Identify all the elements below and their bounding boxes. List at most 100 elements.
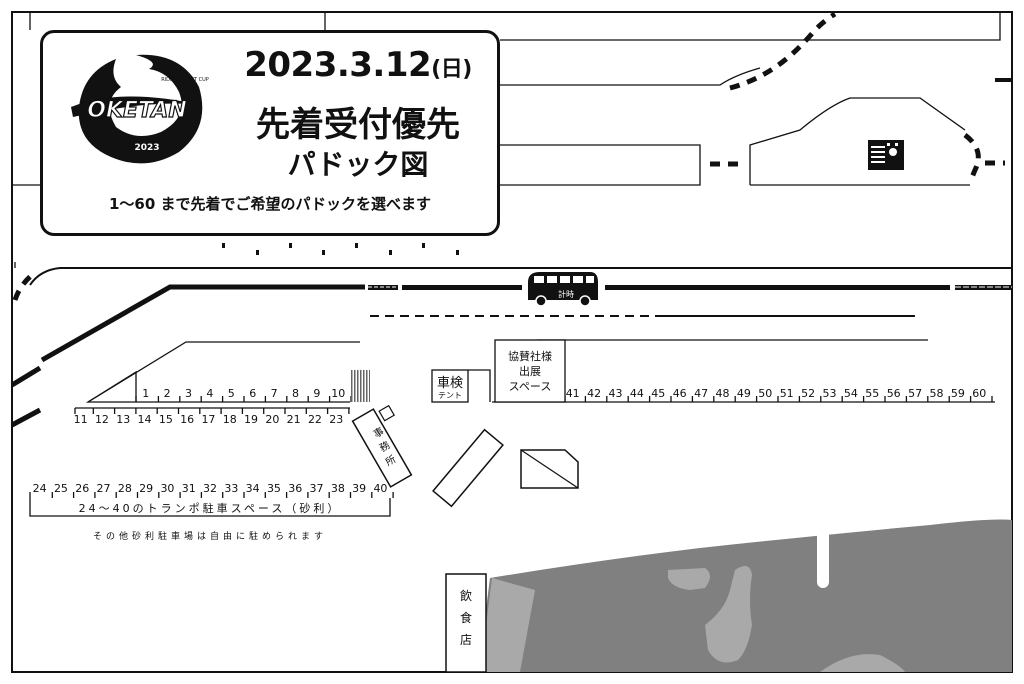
paddock-number-50: 50 [758,387,772,400]
title-banner: OKETAN RIDING SPORT CUP 2023 2023.3.12(日… [40,30,500,236]
pit-wall-dashes [368,285,1012,290]
paddock-number-14: 14 [138,413,152,426]
building-diagonal [432,428,504,508]
paddock-ticks-bottom [74,408,350,414]
paddock-number-49: 49 [737,387,751,400]
inspection-tent [431,369,491,403]
paddock-number-3: 3 [185,387,192,400]
event-date: 2023.3.12(日) [223,45,493,85]
paddock-number-48: 48 [716,387,730,400]
scoreboard-icon [868,140,904,170]
paddock-number-31: 31 [182,482,196,495]
transport-parking-bracket [29,498,391,517]
paddock-number-15: 15 [159,413,173,426]
paddock-number-45: 45 [651,387,665,400]
paddock-number-29: 29 [139,482,153,495]
paddock-number-56: 56 [887,387,901,400]
paddock-number-25: 25 [54,482,68,495]
paddock-number-32: 32 [203,482,217,495]
paddock-number-1: 1 [142,387,149,400]
office-building [351,408,413,488]
paddock-number-37: 37 [310,482,324,495]
pit-wall-tip-2 [10,407,42,428]
paddock-number-10: 10 [331,387,345,400]
paddock-number-35: 35 [267,482,281,495]
sponsor-space-label-1: 協賛社様 [508,349,552,363]
paddock-number-19: 19 [244,413,258,426]
paddock-number-13: 13 [116,413,130,426]
timing-label: 計時 [558,289,574,299]
paddock-number-4: 4 [206,387,213,400]
inspection-tent-label: テント [438,391,462,400]
title-line-1: 先着受付優先 [256,105,460,145]
inspection-label: 車検 [437,376,463,391]
paddock-number-39: 39 [352,482,366,495]
paddock-number-34: 34 [246,482,260,495]
paddock-number-26: 26 [75,482,89,495]
paddock-number-46: 46 [673,387,687,400]
grass-light-patches [668,566,905,672]
sponsor-space-label-2: 出展 [519,364,541,378]
food-stall-label-1: 飲 [460,588,472,603]
sponsor-space-label-3: スペース [509,380,552,393]
transport-parking-label: 24～40のトランポ駐車スペース（砂利） [79,501,342,515]
paddock-number-51: 51 [780,387,794,400]
logo-brand-small: RIDING SPORT CUP [161,77,209,83]
hatched-reserved-area [350,370,370,402]
paddock-number-41: 41 [566,387,580,400]
paddock-number-55: 55 [865,387,879,400]
paddock-number-17: 17 [201,413,215,426]
paddock-row-41-60: 41 42 43 44 45 46 47 48 49 50 51 52 53 54 55 56 57 58 59 60 [566,387,987,400]
paddock-number-18: 18 [223,413,237,426]
paddock-number-21: 21 [287,413,301,426]
paddock-number-24: 24 [33,482,47,495]
paddock-number-57: 57 [908,387,922,400]
paddock-number-33: 33 [224,482,238,495]
paddock-number-52: 52 [801,387,815,400]
paddock-number-8: 8 [292,387,299,400]
logo-brush-icon: OKETAN RIDING SPORT CUP 2023 [71,54,209,164]
paddock-number-44: 44 [630,387,644,400]
paddock-number-20: 20 [265,413,279,426]
other-parking-note: その他砂利駐車場は自由に駐められます [93,530,327,542]
paddock-number-36: 36 [288,482,302,495]
pit-wall-tip [10,365,42,388]
paddock-baseline [75,401,995,409]
paddock-number-43: 43 [609,387,623,400]
bus-icon [528,272,598,307]
paddock-number-22: 22 [308,413,322,426]
paddock-number-2: 2 [164,387,171,400]
food-stall [445,573,487,673]
paddock-number-23: 23 [329,413,343,426]
paddock-number-38: 38 [331,482,345,495]
paddock-number-12: 12 [95,413,109,426]
pit-wall-left [40,284,365,363]
paddock-number-5: 5 [228,387,235,400]
building-box [520,449,579,489]
paddock-number-54: 54 [844,387,858,400]
paddock-number-27: 27 [97,482,111,495]
logo-year: 2023 [134,143,159,153]
paddock-number-42: 42 [587,387,601,400]
sponsor-space [494,339,566,403]
paddock-number-53: 53 [823,387,837,400]
banner-subtitle: 1〜60 まで先着でご希望のパドックを選べます [109,195,431,213]
upper-curbs [12,11,1005,301]
paddock-number-30: 30 [160,482,174,495]
grass-strip-light [480,578,535,672]
paddock-number-40: 40 [373,482,387,495]
event-day-of-week: (日) [431,57,472,82]
paddock-number-7: 7 [271,387,278,400]
paddock-number-47: 47 [694,387,708,400]
paddock-number-59: 59 [951,387,965,400]
logo-text: OKETAN [87,98,187,123]
paddock-number-60: 60 [972,387,986,400]
event-date-value: 2023.3.12 [244,45,432,85]
paddock-ticks-row-c [29,492,394,498]
title-line-2: パドック図 [287,148,429,181]
paddock-number-58: 58 [930,387,944,400]
